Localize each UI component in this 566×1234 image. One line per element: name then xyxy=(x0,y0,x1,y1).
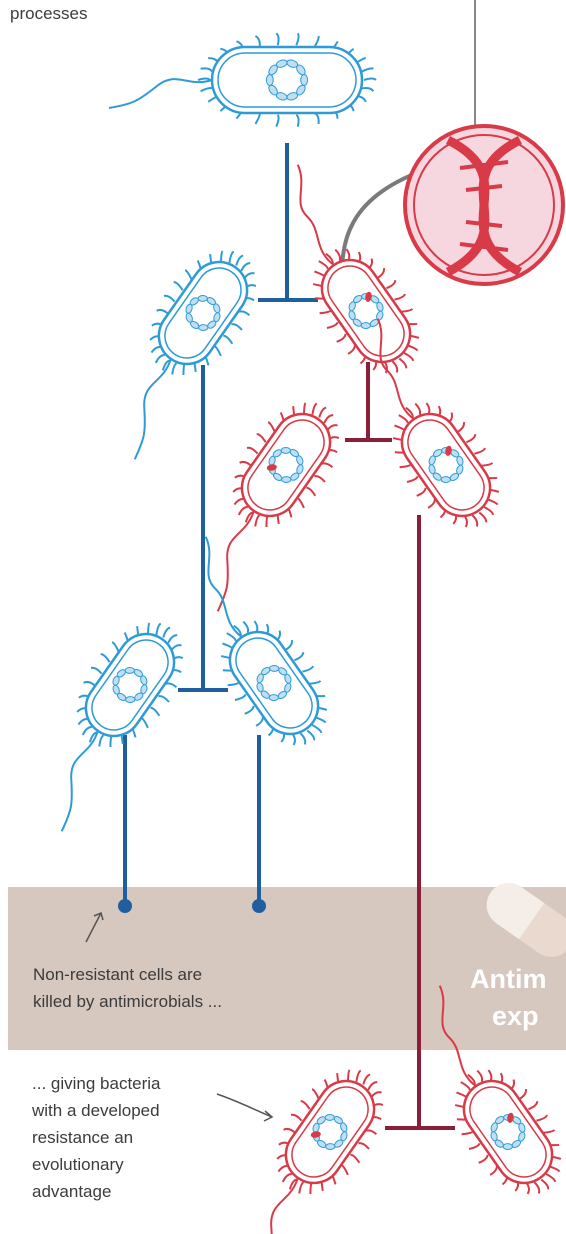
note-line: Non-resistant cells are xyxy=(33,961,293,988)
band-title-line: exp xyxy=(462,998,566,1035)
lineage-line xyxy=(258,143,318,300)
bacterium-resistant-icon xyxy=(205,1051,405,1234)
advantage-note: ... giving bacteria with a developed res… xyxy=(32,1070,192,1205)
lineage-line xyxy=(125,735,259,905)
band-title: Antim exp xyxy=(462,961,566,1035)
lineage-line xyxy=(178,365,228,690)
bacterium-non-resistant-icon xyxy=(5,604,205,839)
bacterium-resistant-icon xyxy=(321,311,521,546)
band-title-line: Antim xyxy=(462,961,566,998)
top-label: processes xyxy=(10,4,87,24)
killed-cell-dot xyxy=(118,899,132,913)
note-line: ... giving bacteria xyxy=(32,1070,192,1097)
bacterium-non-resistant-icon xyxy=(78,232,278,467)
note-arrow xyxy=(217,1094,272,1117)
bacterium-non-resistant-icon xyxy=(109,33,376,126)
bacterium-resistant-icon xyxy=(161,384,361,619)
note-line: killed by antimicrobials ... xyxy=(33,988,293,1015)
note-line: evolutionary xyxy=(32,1151,192,1178)
dna-zoom-icon xyxy=(405,126,563,284)
bacterium-non-resistant-icon xyxy=(149,529,349,764)
lineage-line xyxy=(345,362,392,440)
note-line: with a developed xyxy=(32,1097,192,1124)
non-resistant-note: Non-resistant cells are killed by antimi… xyxy=(33,961,293,1015)
killed-cell-dot xyxy=(252,899,266,913)
note-line: resistance an xyxy=(32,1124,192,1151)
note-line: advantage xyxy=(32,1178,192,1205)
